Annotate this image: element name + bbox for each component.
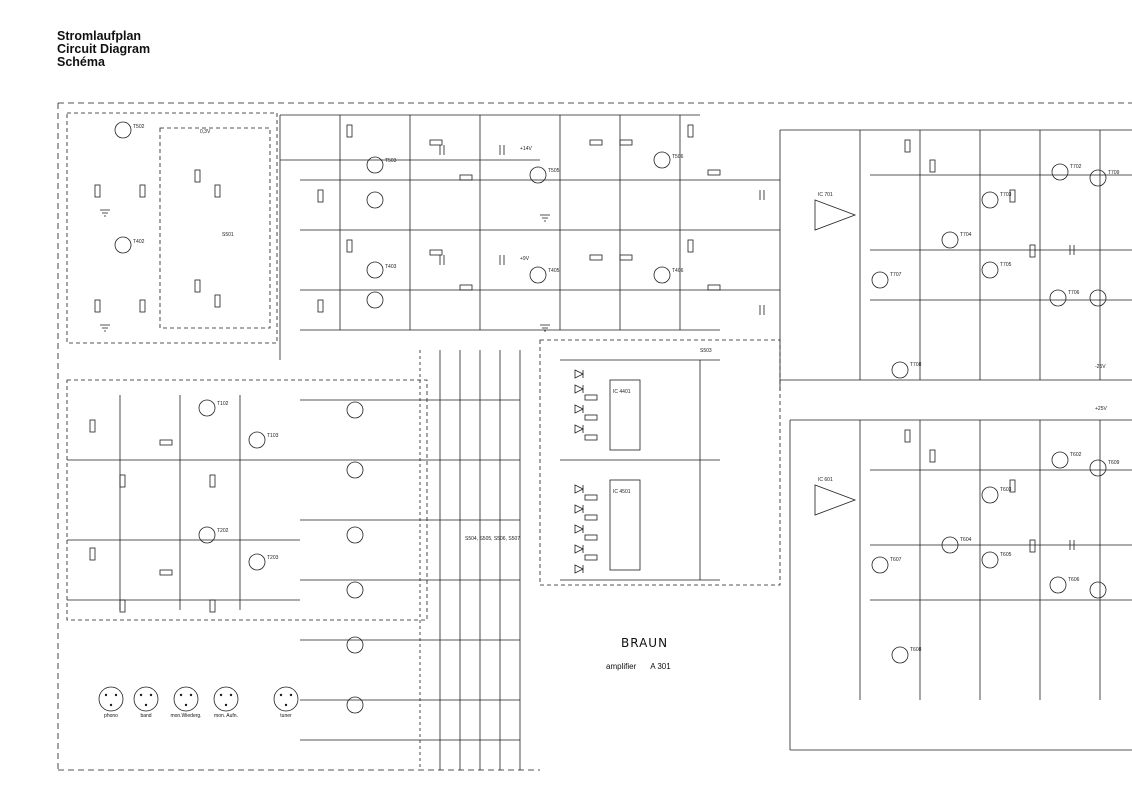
mid-ic-block — [539, 339, 781, 586]
label-t705: T705 — [1000, 262, 1012, 268]
label-t703: T703 — [1000, 192, 1012, 198]
label-t607: T607 — [890, 557, 902, 563]
label-ic-601: IC 601 — [818, 477, 833, 483]
jack-label-tuner: tuner — [280, 713, 292, 719]
label-t406: T406 — [672, 268, 684, 274]
label-t405: T405 — [548, 268, 560, 274]
label-t704: T704 — [960, 232, 972, 238]
label-t502: T502 — [133, 124, 145, 130]
label-t506: T506 — [672, 154, 684, 160]
label-switch-s504: S504, S505, S506, S507 — [465, 536, 520, 542]
braun-logo: BRAUN — [621, 636, 669, 650]
jack-mon-aufnahme-icon — [213, 686, 239, 712]
label-voltage-neg25v: -25V — [1095, 364, 1106, 370]
label-t505: T505 — [548, 168, 560, 174]
label-t503: T503 — [385, 158, 397, 164]
label-t706: T706 — [1068, 290, 1080, 296]
label-switch-s503: S503 — [700, 348, 712, 354]
label-voltage-03v: 0,3V — [200, 129, 211, 135]
jack-phono-icon — [98, 686, 124, 712]
jack-band-icon — [133, 686, 159, 712]
model-number: A 301 — [650, 662, 671, 671]
label-voltage-9v: +9V — [520, 256, 530, 262]
title-line-fr: Schéma — [57, 55, 105, 69]
label-t603: T603 — [1000, 487, 1012, 493]
ic-mid-upper-box — [609, 379, 641, 451]
label-t403: T403 — [385, 264, 397, 270]
jack-label-mon-aufnahme: mon. Aufn. — [214, 713, 238, 719]
title-line-en: Circuit Diagram — [57, 42, 151, 56]
label-t709: T709 — [1108, 170, 1120, 176]
label-ic-4401: IC 4401 — [613, 389, 631, 395]
jack-mon-wiedergabe-icon — [173, 686, 199, 712]
transistor-t402 — [114, 236, 132, 254]
opamp-lower — [814, 484, 857, 516]
label-t202: T202 — [217, 528, 229, 534]
model-caption: amplifier A 301 — [606, 662, 671, 671]
label-t102: T102 — [217, 401, 229, 407]
label-t606: T606 — [1068, 577, 1080, 583]
title-block: Stromlaufplan Circuit Diagram Schéma — [57, 30, 150, 69]
preamp-inner-block — [159, 127, 271, 329]
label-t602: T602 — [1070, 452, 1082, 458]
label-t604: T604 — [960, 537, 972, 543]
label-t203: T203 — [267, 555, 279, 561]
label-t708: T708 — [910, 362, 922, 368]
title-line-de: Stromlaufplan — [57, 29, 142, 43]
jack-label-mon-wiedergabe: mon.Wiederg. — [170, 713, 202, 719]
label-t402: T402 — [133, 239, 145, 245]
label-switch-s501: S501 — [222, 232, 234, 238]
preamp-block — [66, 112, 278, 344]
product-label: amplifier — [606, 662, 637, 671]
label-t103: T103 — [267, 433, 279, 439]
selector-block — [66, 379, 428, 621]
label-t605: T605 — [1000, 552, 1012, 558]
jack-label-phono: phono — [104, 713, 118, 719]
label-t609: T609 — [1108, 460, 1120, 466]
label-t707: T707 — [890, 272, 902, 278]
opamp-upper — [814, 199, 857, 231]
jack-tuner-icon — [273, 686, 299, 712]
ic-mid-lower-box — [609, 479, 641, 571]
transistor-t502 — [114, 121, 132, 139]
label-ic-701: IC 701 — [818, 192, 833, 198]
label-ic-4501: IC 4501 — [613, 489, 631, 495]
jack-label-band: band — [140, 713, 152, 719]
label-voltage-pos25v: +25V — [1095, 406, 1107, 412]
label-voltage-14v: +14V — [520, 146, 532, 152]
label-t702: T702 — [1070, 164, 1082, 170]
label-t608: T608 — [910, 647, 922, 653]
